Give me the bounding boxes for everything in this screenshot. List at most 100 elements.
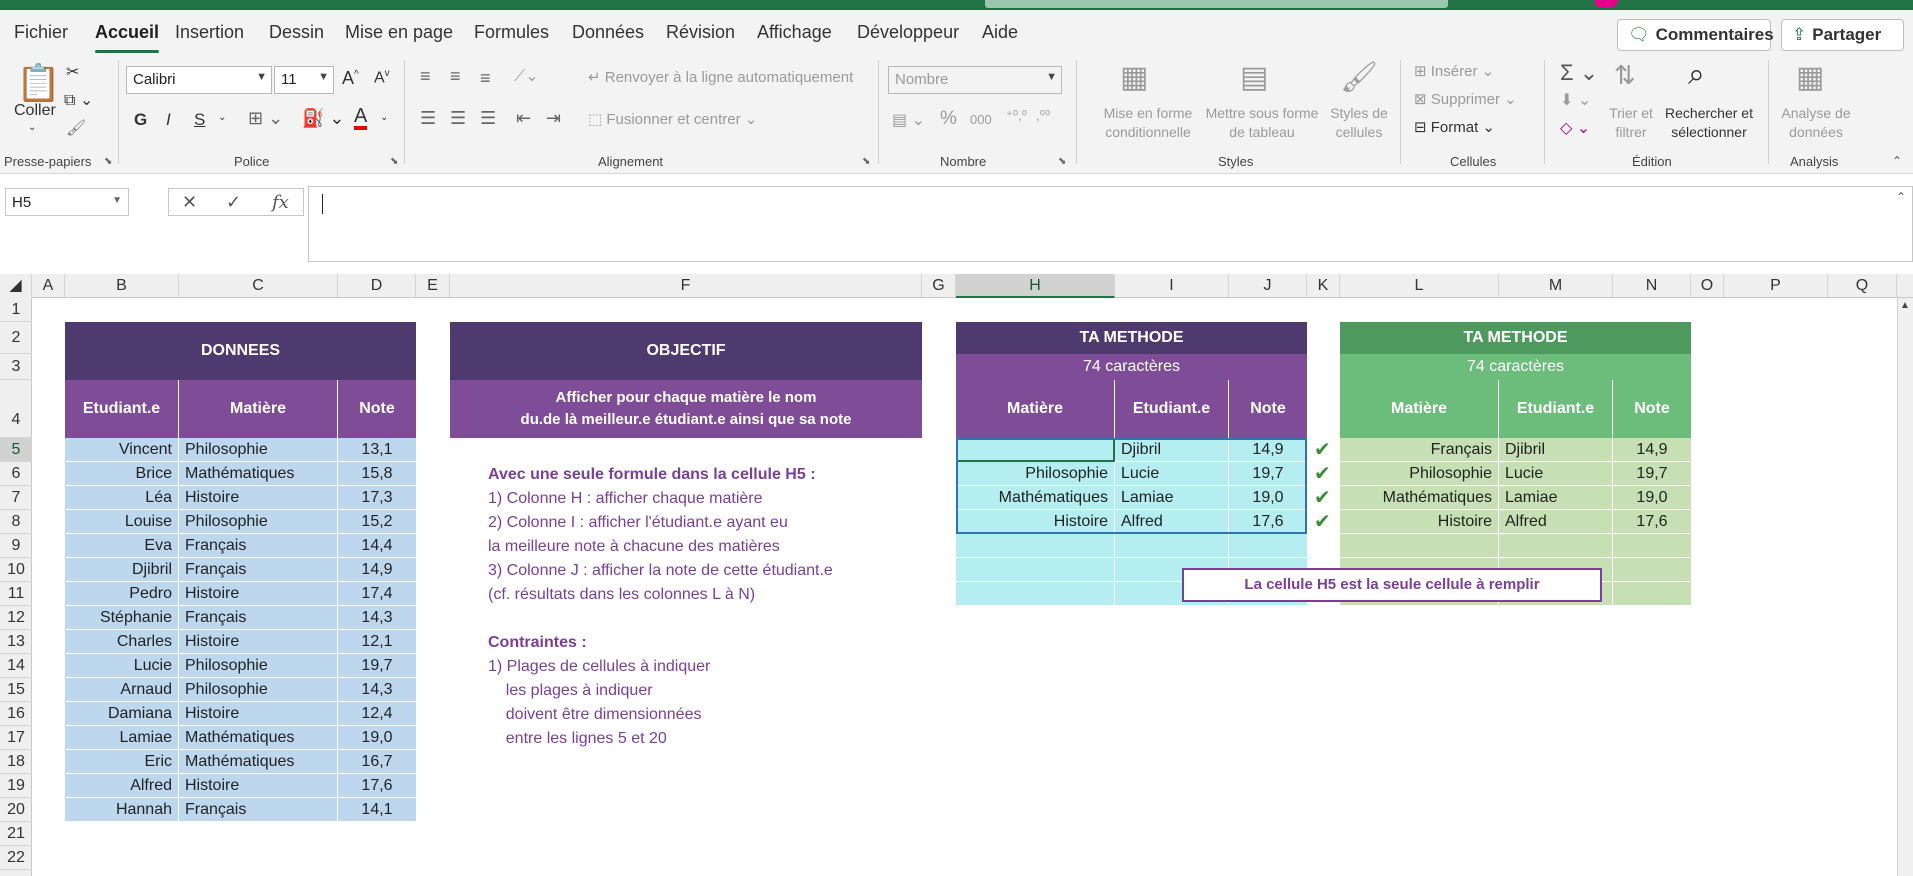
- ta-cell-grade[interactable]: 19,7: [1229, 462, 1307, 486]
- donnees-cell-subject[interactable]: Philosophie: [179, 438, 338, 462]
- solution-cell-student[interactable]: Djibril: [1499, 438, 1613, 462]
- donnees-cell-student[interactable]: Brice: [65, 462, 179, 486]
- ta-cell-student[interactable]: Alfred: [1115, 510, 1229, 534]
- donnees-cell-subject[interactable]: Philosophie: [179, 510, 338, 534]
- donnees-cell-subject[interactable]: Mathématiques: [179, 462, 338, 486]
- donnees-cell-student[interactable]: Damiana: [65, 702, 179, 726]
- donnees-cell-subject[interactable]: Histoire: [179, 774, 338, 798]
- donnees-cell-student[interactable]: Lamiae: [65, 726, 179, 750]
- donnees-cell-subject[interactable]: Histoire: [179, 486, 338, 510]
- tab-accueil[interactable]: Accueil: [95, 22, 160, 53]
- row-header[interactable]: 18: [0, 750, 32, 774]
- donnees-cell-subject[interactable]: Français: [179, 798, 338, 822]
- tab-mise-en-page[interactable]: Mise en page: [345, 22, 454, 42]
- ta-cell-grade[interactable]: 17,6: [1229, 510, 1307, 534]
- donnees-cell-grade[interactable]: 17,6: [338, 774, 416, 798]
- increase-font-icon[interactable]: A^: [342, 68, 359, 88]
- decrease-indent-icon[interactable]: ⇤: [516, 108, 532, 128]
- font-launcher-icon[interactable]: ⬊: [390, 156, 399, 167]
- align-center-icon[interactable]: ☰: [450, 108, 467, 128]
- donnees-cell-student[interactable]: Louise: [65, 510, 179, 534]
- italic-button[interactable]: I: [166, 110, 171, 129]
- format-table-icon[interactable]: ▤: [1240, 61, 1269, 94]
- conditional-format-button[interactable]: Mise en forme conditionnelle: [1103, 105, 1193, 140]
- column-header[interactable]: G: [922, 274, 956, 298]
- format-table-button[interactable]: Mettre sous forme de tableau: [1205, 105, 1319, 140]
- percent-button[interactable]: %: [940, 108, 957, 129]
- row-header[interactable]: 12: [0, 606, 32, 630]
- donnees-cell-grade[interactable]: 14,9: [338, 558, 416, 582]
- active-cell-h5[interactable]: [956, 438, 1115, 462]
- sort-filter-icon[interactable]: ⇅: [1614, 60, 1636, 90]
- tab-developpeur[interactable]: Développeur: [857, 22, 960, 42]
- paste-button[interactable]: Coller: [14, 102, 56, 119]
- solution-cell-subject[interactable]: Philosophie: [1340, 462, 1499, 486]
- cancel-icon[interactable]: ✕: [182, 192, 198, 212]
- row-header[interactable]: 21: [0, 822, 32, 846]
- column-header[interactable]: E: [416, 274, 450, 298]
- donnees-cell-subject[interactable]: Philosophie: [179, 678, 338, 702]
- fill-icon[interactable]: ⬇ ⌄: [1560, 92, 1592, 109]
- donnees-cell-student[interactable]: Eric: [65, 750, 179, 774]
- enter-icon[interactable]: ✓: [226, 192, 242, 212]
- column-header[interactable]: F: [450, 274, 922, 298]
- row-header[interactable]: 10: [0, 558, 32, 582]
- insert-cells-button[interactable]: ⊞ Insérer ⌄: [1414, 62, 1494, 80]
- column-header[interactable]: N: [1613, 274, 1691, 298]
- cut-icon[interactable]: ✂: [66, 64, 80, 81]
- fill-color-icon[interactable]: ⛽ ⌄: [302, 108, 345, 128]
- ta-cell-subject[interactable]: Mathématiques: [956, 486, 1115, 510]
- avatar[interactable]: [1594, 0, 1618, 8]
- solution-cell-student[interactable]: Lucie: [1499, 462, 1613, 486]
- row-header[interactable]: 8: [0, 510, 32, 534]
- donnees-cell-student[interactable]: Vincent: [65, 438, 179, 462]
- find-select-button[interactable]: Rechercher et sélectionner: [1665, 105, 1753, 140]
- merge-center-button[interactable]: ⬚ Fusionner et centrer ⌄: [588, 110, 757, 128]
- ta-cell-subject[interactable]: Histoire: [956, 510, 1115, 534]
- solution-cell-grade[interactable]: [1613, 582, 1691, 606]
- row-header[interactable]: 13: [0, 630, 32, 654]
- solution-cell-student[interactable]: [1499, 534, 1613, 558]
- donnees-cell-student[interactable]: Charles: [65, 630, 179, 654]
- row-header[interactable]: 9: [0, 534, 32, 558]
- borders-icon[interactable]: ⊞ ⌄: [248, 108, 284, 128]
- tab-donnees[interactable]: Données: [572, 22, 645, 42]
- decrease-font-icon[interactable]: Av: [374, 68, 390, 87]
- chevron-down-icon[interactable]: ⌄: [380, 112, 389, 123]
- conditional-format-icon[interactable]: ▦: [1120, 61, 1149, 94]
- row-header[interactable]: 3: [0, 354, 32, 380]
- donnees-cell-subject[interactable]: Histoire: [179, 702, 338, 726]
- sort-filter-button[interactable]: Trier et filtrer: [1609, 105, 1653, 140]
- row-header[interactable]: 15: [0, 678, 32, 702]
- donnees-cell-subject[interactable]: Français: [179, 534, 338, 558]
- tab-dessin[interactable]: Dessin: [269, 22, 325, 42]
- donnees-cell-grade[interactable]: 16,7: [338, 750, 416, 774]
- font-size-select[interactable]: 11▼: [274, 66, 334, 94]
- column-header[interactable]: Q: [1828, 274, 1897, 298]
- align-bottom-icon[interactable]: ≡: [480, 68, 491, 88]
- solution-cell-grade[interactable]: [1613, 558, 1691, 582]
- formula-input[interactable]: [308, 186, 1913, 262]
- analyze-data-button[interactable]: Analyse de données: [1781, 105, 1851, 140]
- solution-cell-subject[interactable]: Mathématiques: [1340, 486, 1499, 510]
- comments-button[interactable]: 🗨Commentaires: [1617, 19, 1774, 51]
- autosum-icon[interactable]: Σ ⌄: [1560, 60, 1599, 85]
- align-top-icon[interactable]: ≡: [420, 66, 431, 86]
- ta-cell-subject[interactable]: [956, 558, 1115, 582]
- row-header[interactable]: 7: [0, 486, 32, 510]
- donnees-cell-grade[interactable]: 14,3: [338, 678, 416, 702]
- scroll-up-icon[interactable]: ▲: [1900, 300, 1910, 311]
- row-header[interactable]: 14: [0, 654, 32, 678]
- column-header[interactable]: A: [32, 274, 65, 298]
- column-header-selected[interactable]: H: [956, 274, 1115, 298]
- number-launcher-icon[interactable]: ⬊: [1058, 156, 1067, 167]
- alignment-launcher-icon[interactable]: ⬊: [862, 156, 871, 167]
- column-header[interactable]: P: [1724, 274, 1828, 298]
- donnees-cell-grade[interactable]: 19,0: [338, 726, 416, 750]
- donnees-cell-subject[interactable]: Philosophie: [179, 654, 338, 678]
- column-header[interactable]: O: [1691, 274, 1724, 298]
- number-format-select[interactable]: Nombre▼: [888, 66, 1062, 94]
- ta-cell-grade[interactable]: [1229, 534, 1307, 558]
- ta-cell-grade[interactable]: 19,0: [1229, 486, 1307, 510]
- solution-cell-grade[interactable]: [1613, 534, 1691, 558]
